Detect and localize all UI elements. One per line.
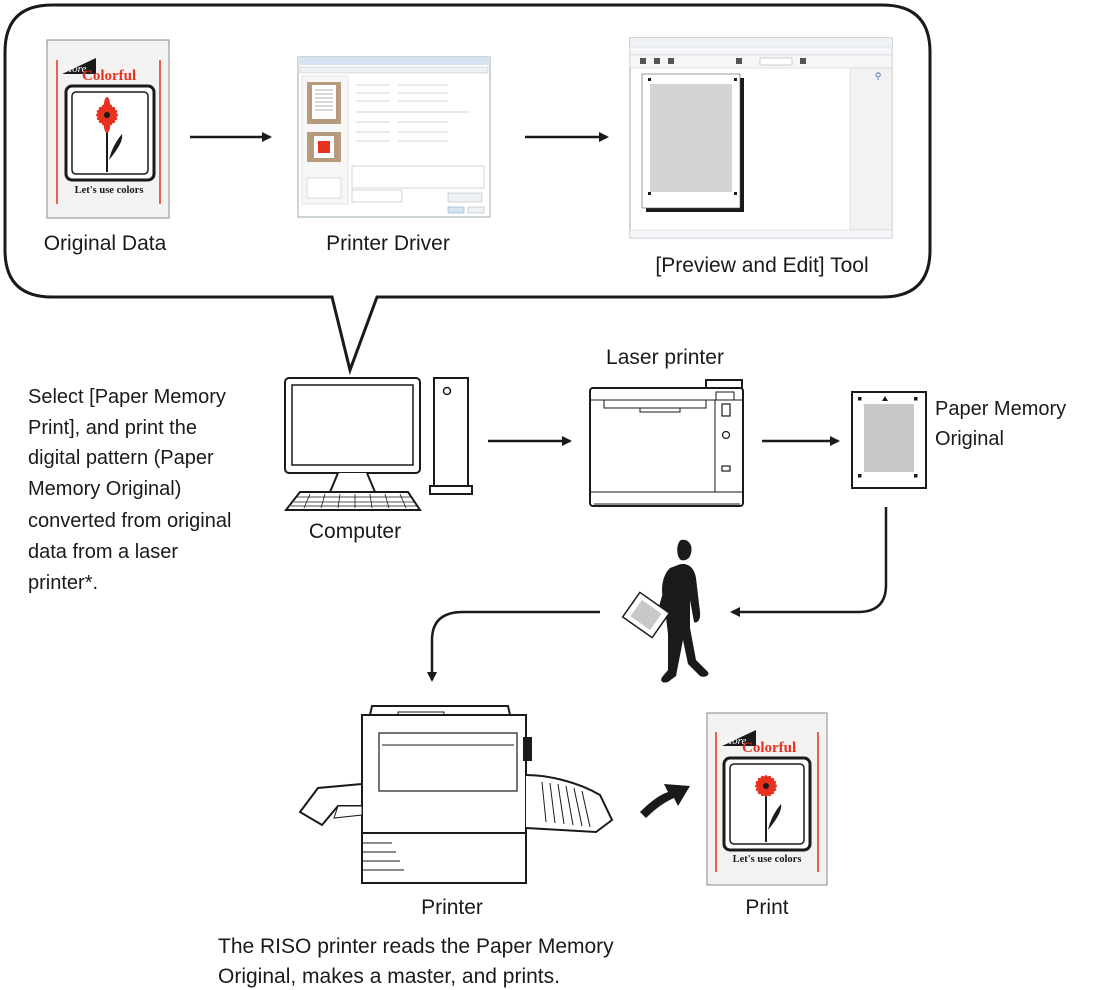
preview-tool-label: [Preview and Edit] Tool [655, 254, 868, 277]
laser-printer-icon [589, 379, 744, 507]
arrow-person-to-riso [427, 610, 600, 682]
laser-printer-label: Laser printer [606, 346, 724, 369]
svg-text:data from a laser: data from a laser [28, 541, 178, 563]
svg-text:⚲: ⚲ [875, 72, 882, 82]
doc-colorful-text: Colorful [82, 68, 136, 84]
computer-icon [283, 377, 473, 511]
printer-driver-screenshot [297, 56, 491, 218]
person-carrying-paper-icon [621, 539, 709, 683]
svg-text:Original, makes a master, and: Original, makes a master, and prints. [218, 965, 560, 988]
svg-text:Print], and print the: Print], and print the [28, 417, 197, 439]
original-data-label: Original Data [44, 232, 167, 255]
arrow-paper-to-person [730, 507, 888, 617]
svg-text:The RISO printer reads the Pap: The RISO printer reads the Paper Memory [218, 935, 614, 958]
preview-edit-screenshot: ⚲ [629, 37, 893, 239]
paper-memory-original-sheet [851, 391, 927, 489]
svg-text:digital pattern (Paper: digital pattern (Paper [28, 447, 214, 469]
computer-description: Select [Paper Memory Print], and print t… [28, 386, 231, 594]
doc-more-text: More [62, 63, 87, 75]
printer-driver-label: Printer Driver [326, 232, 450, 255]
arrow-riso-to-print [640, 784, 690, 818]
doc-footer-text: Let's use colors [75, 185, 144, 196]
svg-text:Memory Original): Memory Original) [28, 478, 181, 500]
computer-label: Computer [309, 520, 401, 543]
print-footer-text: Let's use colors [733, 854, 802, 865]
print-document: More Colorful Let's use colors [706, 712, 828, 886]
svg-text:Select [Paper Memory: Select [Paper Memory [28, 386, 226, 408]
riso-printer-label: Printer [421, 896, 483, 919]
riso-printer-icon [298, 705, 614, 884]
svg-text:converted from original: converted from original [28, 510, 231, 532]
riso-description: The RISO printer reads the Paper Memory … [218, 935, 614, 988]
paper-memory-label-line1: Paper Memory [935, 398, 1066, 420]
flower-icon [755, 775, 782, 842]
paper-memory-label-line2: Original [935, 428, 1004, 450]
original-data-document: More Colorful Let's use colors [46, 39, 170, 219]
print-label: Print [745, 896, 788, 919]
print-colorful-text: Colorful [742, 740, 796, 756]
flower-icon [96, 97, 123, 172]
svg-text:printer*.: printer*. [28, 572, 98, 594]
print-more-text: More [722, 735, 747, 747]
